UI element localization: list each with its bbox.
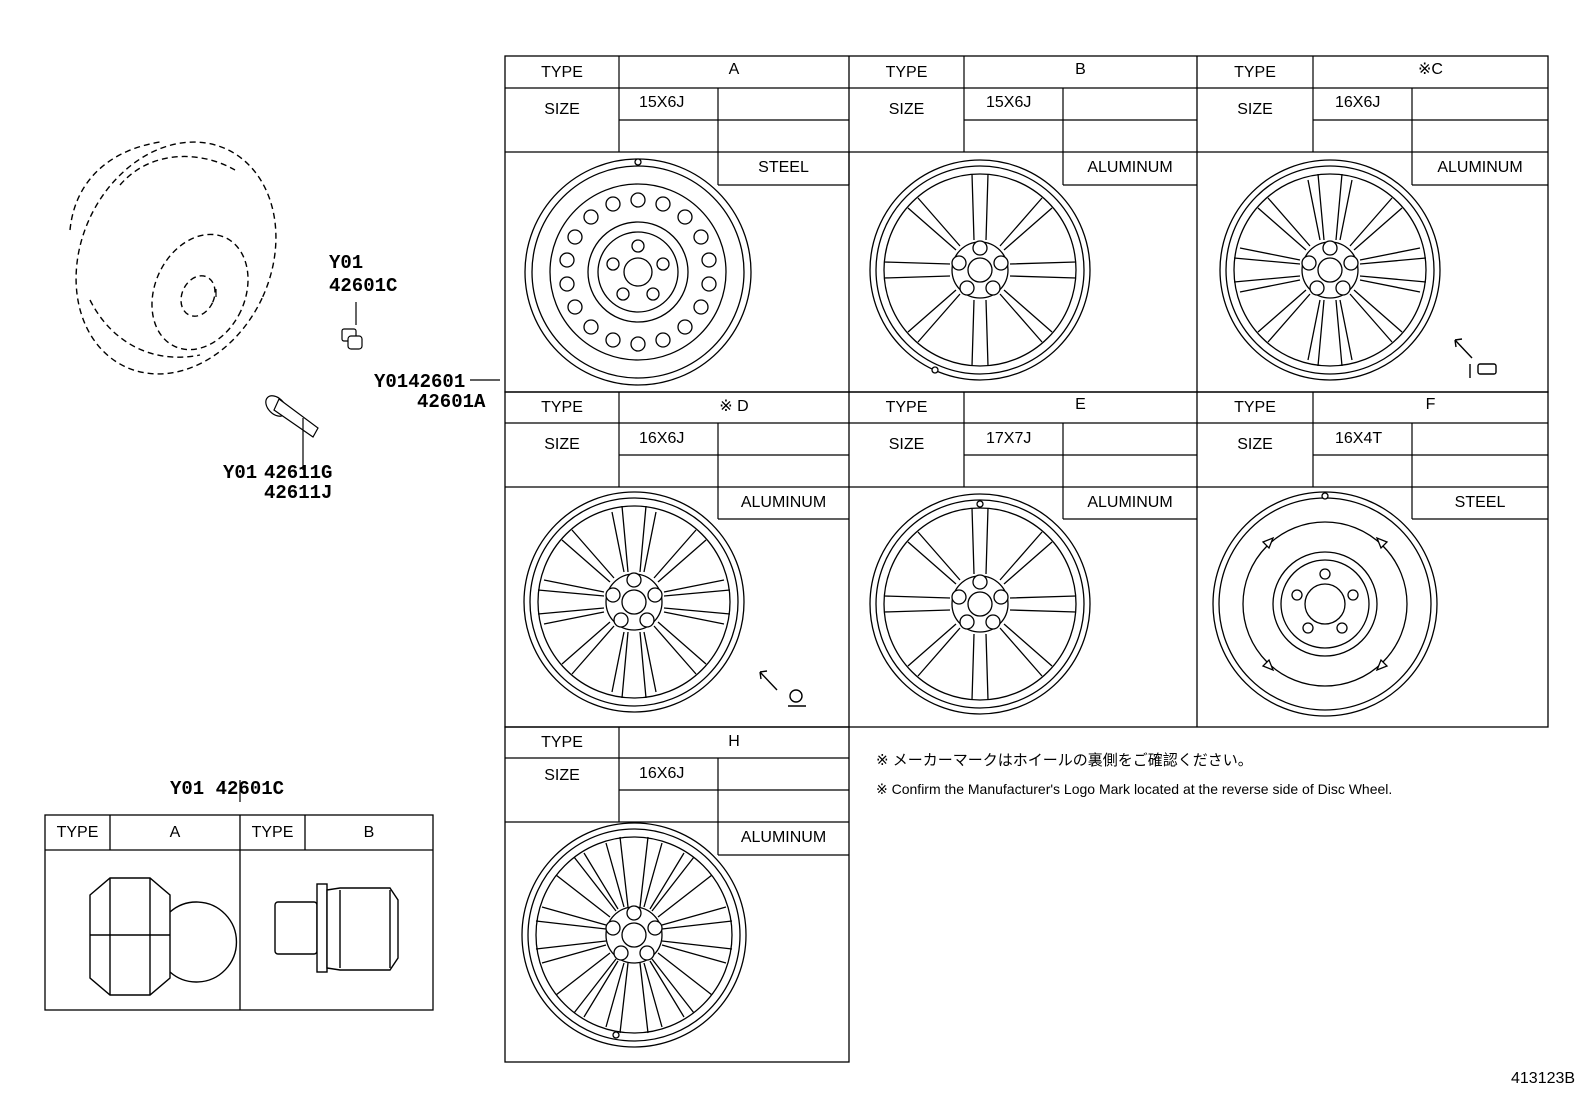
wheel-c-material: ALUMINUM xyxy=(1437,159,1523,176)
wheel-e-type-value: E xyxy=(1075,396,1086,413)
wheel-d-size-label: SIZE xyxy=(544,436,580,453)
wheel-a-type-value: A xyxy=(728,61,740,78)
wheel-a-drawing xyxy=(524,158,752,386)
wheel-f-type-label: TYPE xyxy=(1234,399,1276,416)
wheel-a-size-value: 15X6J xyxy=(639,94,685,111)
wheel-b-type-value: B xyxy=(1075,61,1086,78)
wheel-b-type-label: TYPE xyxy=(885,64,928,81)
wheel-a-size-label: SIZE xyxy=(544,101,580,118)
wheel-c-size-label: SIZE xyxy=(1237,101,1273,118)
tire-drawing xyxy=(69,141,277,375)
wheel-e-drawing xyxy=(869,493,1091,715)
logo-mark-arrow-d xyxy=(759,670,806,707)
callout-y01-b: Y01 xyxy=(223,462,258,484)
wheel-b-material: ALUMINUM xyxy=(1087,159,1173,176)
wheel-e-type-label: TYPE xyxy=(885,399,928,416)
nut-b-type-value: B xyxy=(363,824,375,841)
wheel-f-type-value: F xyxy=(1425,396,1436,413)
wheel-c-type-label: TYPE xyxy=(1234,64,1276,81)
wheel-h-type-value: H xyxy=(728,733,740,750)
nut-type-a-drawing xyxy=(89,877,238,996)
wheel-f-material: STEEL xyxy=(1454,494,1506,511)
wheel-d-type-value: ※ D xyxy=(719,398,749,415)
callout-42611j: 42611J xyxy=(264,482,333,504)
lug-nut-small-drawing xyxy=(341,302,363,350)
nut-table-title: Y01 42601C xyxy=(170,778,285,800)
nut-table-grid xyxy=(44,814,434,1011)
callout-42601c: 42601C xyxy=(329,275,398,297)
wheel-b-size-value: 15X6J xyxy=(986,94,1032,111)
wheel-h-material: ALUMINUM xyxy=(740,829,827,846)
wheel-f-size-label: SIZE xyxy=(1237,436,1273,453)
wheel-d-material: ALUMINUM xyxy=(740,494,827,511)
callout-y0142601: Y0142601 xyxy=(374,371,466,393)
wheel-f-size-value: 16X4T xyxy=(1335,430,1383,447)
callout-42611g: 42611G xyxy=(264,462,333,484)
wheel-f-drawing xyxy=(1212,491,1438,717)
wheel-h-size-label: SIZE xyxy=(544,767,580,784)
wheel-a-material: STEEL xyxy=(758,159,809,176)
wheel-d-size-value: 16X6J xyxy=(639,430,685,447)
wheel-b-drawing xyxy=(869,159,1091,381)
wheel-e-material: ALUMINUM xyxy=(1087,494,1173,511)
nut-a-type-value: A xyxy=(169,824,181,841)
logo-mark-arrow-c xyxy=(1454,338,1497,378)
wheel-e-size-label: SIZE xyxy=(888,436,925,453)
wheel-table-grid xyxy=(504,55,1549,1063)
nut-type-b-drawing xyxy=(274,883,399,973)
nut-b-type-label: TYPE xyxy=(251,824,294,841)
wheel-a-type-label: TYPE xyxy=(541,64,583,81)
nut-a-type-label: TYPE xyxy=(56,824,99,841)
callout-42601a: 42601A xyxy=(417,391,486,413)
note-english: ※ Confirm the Manufacturer's Logo Mark l… xyxy=(876,781,1393,797)
wheel-h-drawing xyxy=(521,822,747,1048)
wheel-h-size-value: 16X6J xyxy=(639,765,685,782)
diagram-code: 413123B xyxy=(1511,1070,1576,1087)
valve-stem-drawing xyxy=(265,395,319,470)
wheel-c-type-value: ※C xyxy=(1418,61,1443,78)
callout-y01-a: Y01 xyxy=(329,252,364,274)
wheel-c-drawing xyxy=(1219,159,1441,381)
wheel-e-size-value: 17X7J xyxy=(986,430,1032,447)
wheel-c-size-value: 16X6J xyxy=(1335,94,1381,111)
wheel-b-size-label: SIZE xyxy=(888,101,925,118)
note-japanese: ※ メーカーマークはホイールの裏側をご確認ください。 xyxy=(876,752,1253,769)
wheel-d-type-label: TYPE xyxy=(541,399,583,416)
wheel-h-type-label: TYPE xyxy=(541,734,583,751)
wheel-d-drawing xyxy=(523,491,745,713)
